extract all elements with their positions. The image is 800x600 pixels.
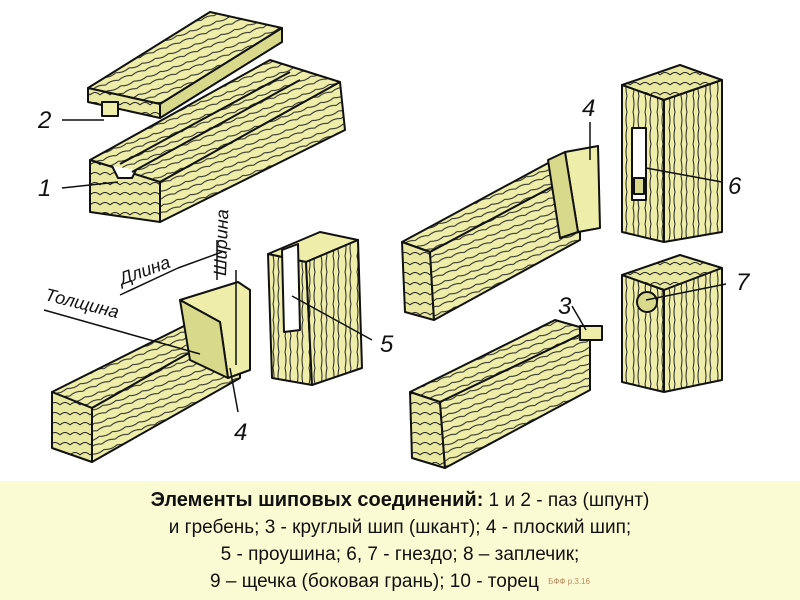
label-7: 7 xyxy=(736,269,751,296)
wood-joints-illustration: 2 1 4 6 7 5 3 4 Длина Ширина Толщина xyxy=(37,11,751,469)
source-note: БФФ р.3.16 xyxy=(548,577,590,587)
groove-board-part-1 xyxy=(89,59,346,223)
flat-tenon-part-4 xyxy=(401,145,601,321)
caption-line-3: 5 - проушина; 6, 7 - гнездо; 8 – заплечи… xyxy=(220,544,580,565)
leader-lines xyxy=(61,119,727,341)
caption-line4-text: 9 – щечка (боковая грань); 10 - торец xyxy=(210,571,539,592)
label-4-bottom: 4 xyxy=(234,419,247,446)
caption-line-4: 9 – щечка (боковая грань); 10 - торец БФ… xyxy=(10,568,790,595)
caption-line-1: Элементы шиповых соединений: 1 и 2 - паз… xyxy=(10,487,790,514)
socket-block-part-7 xyxy=(621,254,723,393)
caption-box: Элементы шиповых соединений: 1 и 2 - паз… xyxy=(0,481,800,600)
tongue-board-part-2 xyxy=(87,11,283,119)
label-5: 5 xyxy=(380,331,394,358)
label-4-top: 4 xyxy=(582,95,595,122)
dimension-thickness: Толщина xyxy=(43,284,121,322)
label-3: 3 xyxy=(558,293,572,320)
label-6: 6 xyxy=(728,173,742,200)
dimension-lines xyxy=(43,240,239,413)
dimension-width: Ширина xyxy=(210,209,232,276)
slot-part-5 xyxy=(267,231,363,386)
caption-line1-rest: 1 и 2 - паз (шпунт) xyxy=(488,490,650,511)
label-1: 1 xyxy=(38,175,51,202)
caption-line-2: и гребень; 3 - круглый шип (шкант); 4 - … xyxy=(168,517,632,538)
flat-tenon-beam xyxy=(51,281,251,463)
label-2: 2 xyxy=(37,107,51,134)
dowel-beam-part-3 xyxy=(409,319,603,469)
mortise-block-part-6 xyxy=(621,64,723,243)
caption-title: Элементы шиповых соединений: xyxy=(150,489,484,511)
